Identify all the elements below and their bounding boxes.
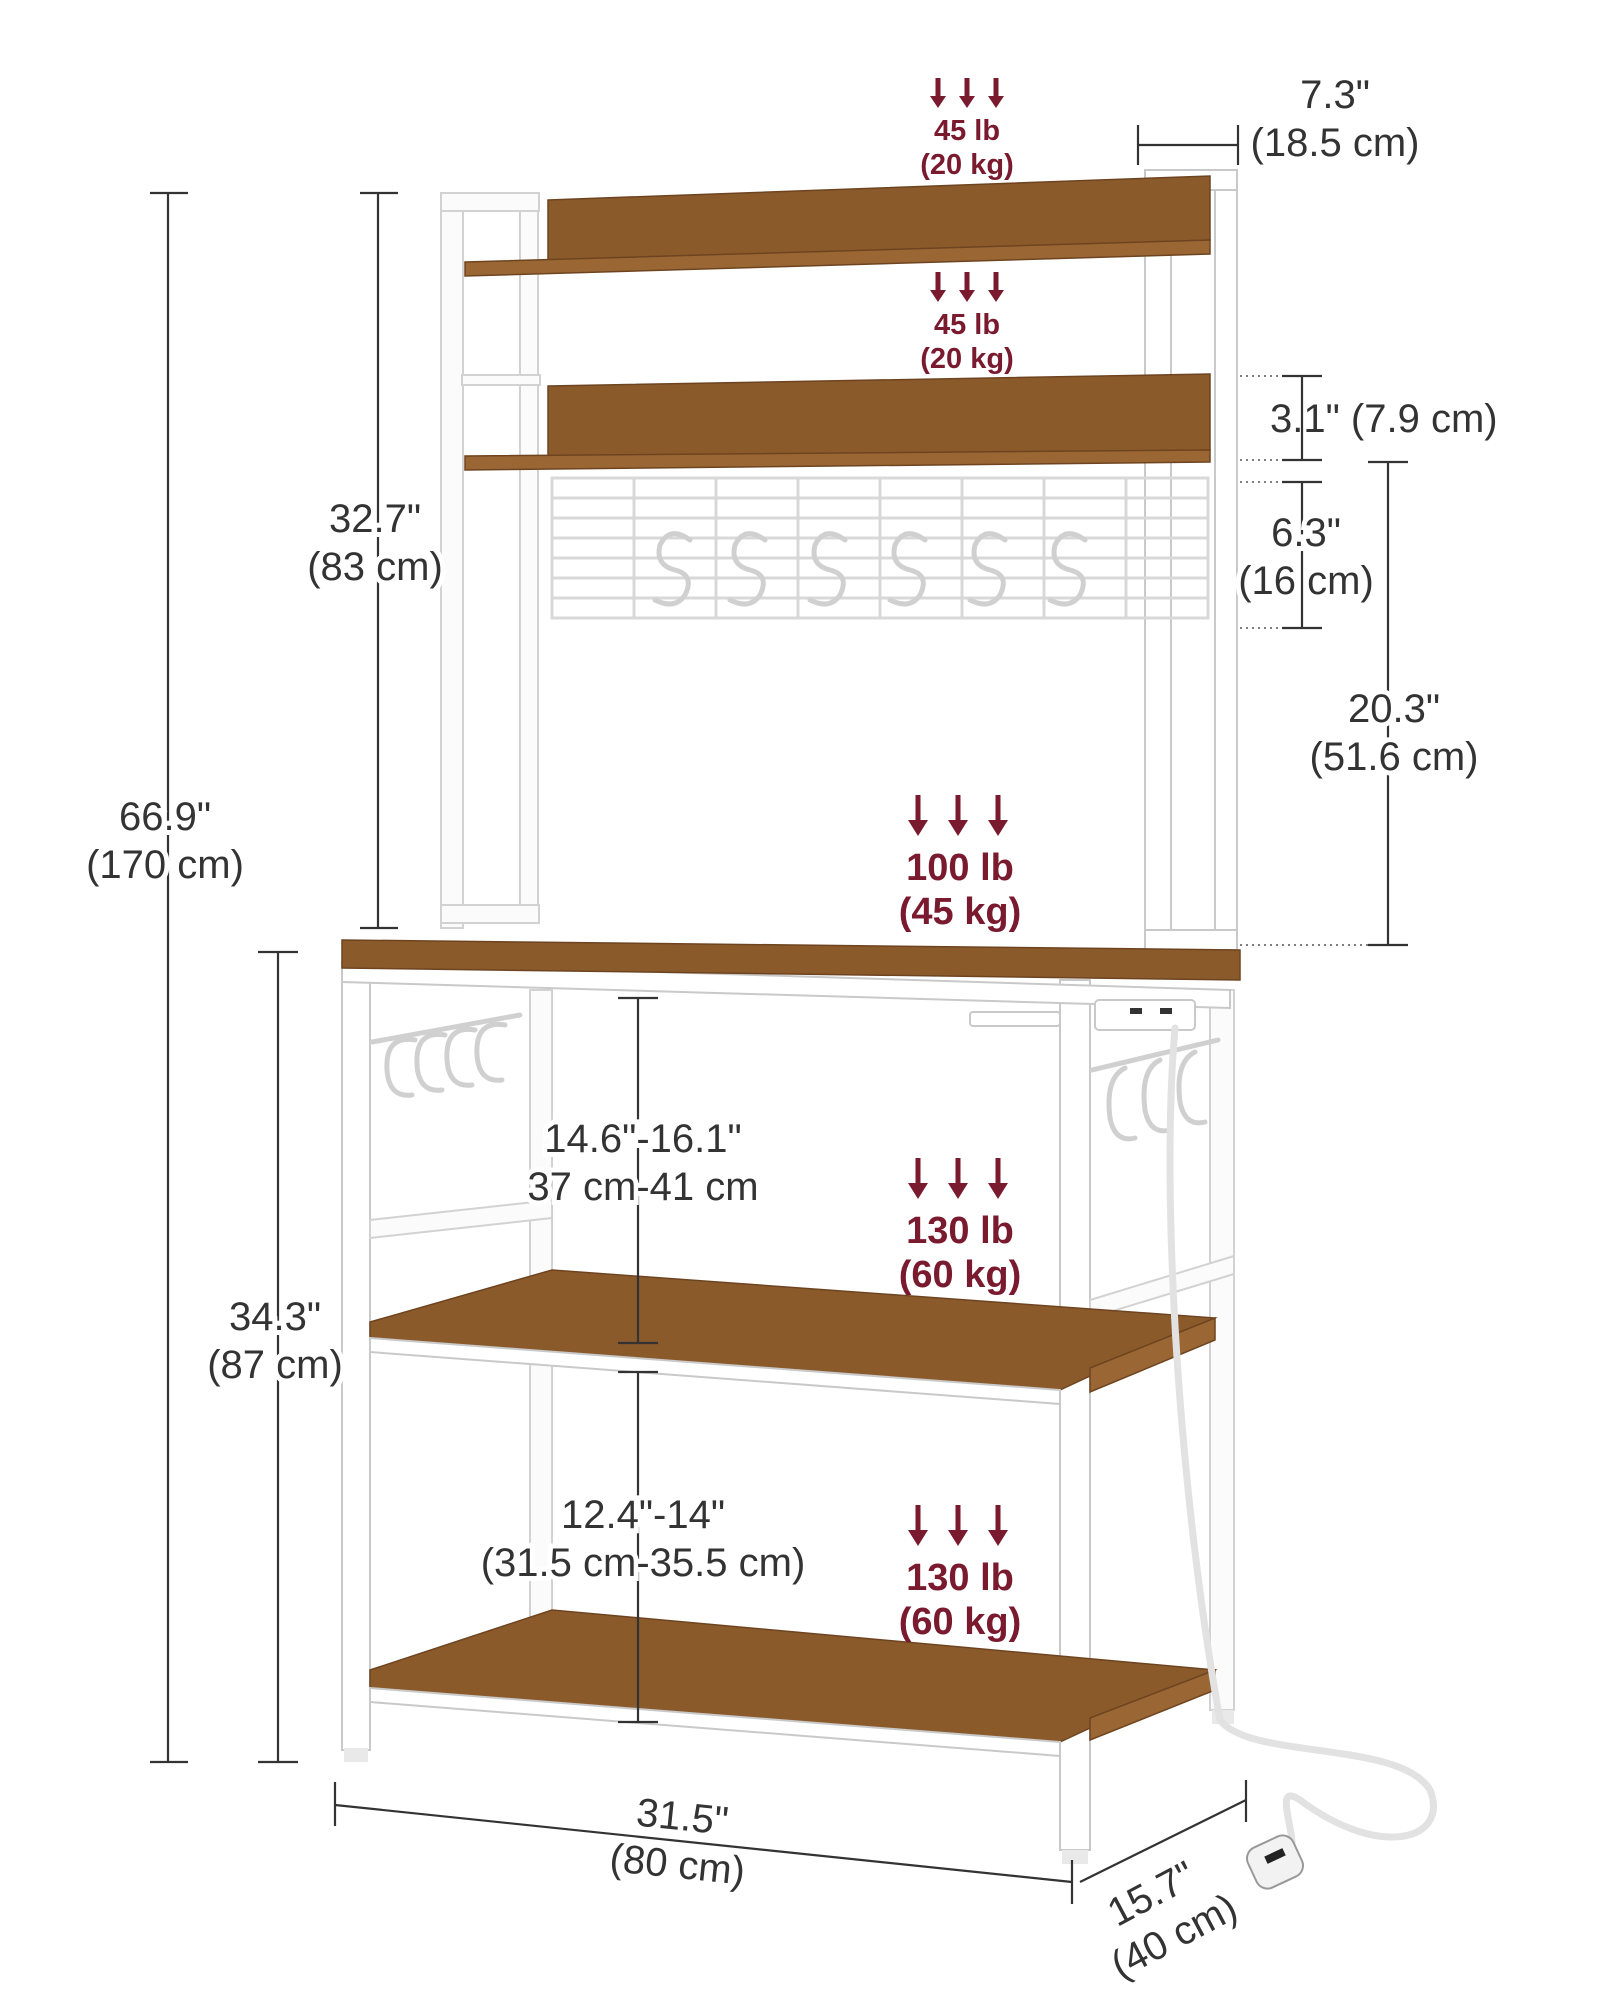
down-arrows-icon (908, 1505, 1008, 1546)
load-arrows (908, 78, 1008, 1546)
light-strip (969, 1011, 1061, 1027)
load-labels: 45 lb (20 kg) 45 lb (20 kg) 100 lb (45 k… (899, 115, 1021, 1643)
down-arrows-icon (930, 272, 1004, 302)
second-shelf-back-panel (547, 373, 1211, 459)
wire-grid (550, 476, 1210, 620)
second-shelf-load-metric: (20 kg) (920, 343, 1013, 375)
foot (344, 1748, 368, 1762)
bottom-shelf-front-rail (369, 1686, 1061, 1758)
hutch-left-post (440, 192, 464, 929)
clearance-in: 20.3" (1348, 687, 1440, 731)
s-hook-icon (652, 531, 693, 607)
bottom-shelf-load-metric: (60 kg) (899, 1601, 1021, 1643)
dimension-labels: 7.3" (18.5 cm) 3.1" (7.9 cm) 6.3" (16 cm… (81, 73, 1498, 1993)
base-front-top-rail (341, 960, 1231, 1010)
top-depth-cm: (18.5 cm) (1251, 121, 1420, 165)
hutch-left-low-bar (440, 904, 540, 924)
middle-shelf-load-weight: 130 lb (906, 1210, 1014, 1252)
down-arrows-icon (908, 1158, 1008, 1199)
width-cm: (80 cm) (608, 1836, 747, 1894)
power-strip (1094, 999, 1196, 1031)
base-height-cm: (87 cm) (207, 1343, 343, 1387)
s-hook-icon (1047, 531, 1088, 607)
width-in: 31.5" (634, 1791, 730, 1844)
shelf-gap-label: 3.1" (7.9 cm) (1270, 397, 1498, 441)
right-s-hook-icon (1106, 1065, 1138, 1142)
upper-gap-in: 14.6"-16.1" (544, 1117, 741, 1161)
down-arrows-icon (930, 78, 1004, 108)
hutch-left-mid-bar (461, 374, 541, 386)
lower-gap-in: 12.4"-14" (561, 1493, 725, 1537)
hutch-left-top-bar (440, 192, 540, 212)
worktop-load-weight: 100 lb (906, 847, 1014, 889)
hutch-right-post-inner (1214, 177, 1238, 949)
right-hook-bar (1089, 1037, 1221, 1073)
top-shelf-load-metric: (20 kg) (920, 149, 1013, 181)
left-s-hook-icon (384, 1036, 418, 1098)
worktop-load-metric: (45 kg) (899, 891, 1021, 933)
base-height-in: 34.3" (229, 1295, 321, 1339)
worktop (341, 939, 1241, 981)
s-hook-icon (727, 531, 768, 607)
base-front-left-leg (341, 961, 371, 1751)
down-arrows-icon (908, 795, 1008, 836)
hutch-right-low-bar (1144, 929, 1238, 951)
power-cord (1166, 1024, 1437, 1859)
middle-shelf-load-metric: (60 kg) (899, 1254, 1021, 1296)
top-depth-in: 7.3" (1300, 73, 1370, 117)
second-shelf (464, 449, 1211, 471)
usb-port-icon (1160, 1008, 1172, 1014)
usb-port-icon (1130, 1008, 1142, 1014)
right-s-hook-icon (1176, 1049, 1208, 1126)
plug-pin-icon (1264, 1848, 1286, 1864)
rack-illustration (341, 169, 1437, 1890)
width-line (334, 1803, 1073, 1884)
clearance-cm: (51.6 cm) (1310, 735, 1479, 779)
hutch-height-in: 32.7" (329, 497, 421, 541)
left-hook-bar (369, 1012, 523, 1045)
hutch-left-post-inner (519, 204, 539, 906)
hutch-right-post (1144, 169, 1172, 961)
middle-shelf-front-rail (369, 1336, 1061, 1406)
top-shelf-load-weight: 45 lb (934, 115, 1000, 147)
foot (1062, 1850, 1088, 1864)
bottom-shelf-load-weight: 130 lb (906, 1557, 1014, 1599)
s-hook-icon (887, 531, 928, 607)
s-hook-icon (967, 531, 1008, 607)
grid-height-cm: (16 cm) (1238, 559, 1374, 603)
total-height-cm: (170 cm) (86, 843, 244, 887)
upper-gap-cm: 37 cm-41 cm (527, 1165, 758, 1209)
dimension-lines (150, 125, 1408, 1904)
depth-line (1079, 1799, 1247, 1883)
total-height-in: 66.9" (119, 795, 211, 839)
grid-height-in: 6.3" (1271, 511, 1341, 555)
lower-gap-cm: (31.5 cm-35.5 cm) (481, 1541, 806, 1585)
s-hook-icon (807, 531, 848, 607)
left-s-hook-icon (474, 1021, 508, 1083)
top-shelf (464, 239, 1211, 277)
hutch-height-cm: (83 cm) (307, 545, 443, 589)
right-s-hook-icon (1141, 1057, 1173, 1134)
left-s-hook-icon (444, 1026, 478, 1088)
base-left-side-rail (369, 1198, 553, 1240)
left-s-hook-icon (414, 1031, 448, 1093)
plug-icon (1245, 1834, 1305, 1890)
second-shelf-load-weight: 45 lb (934, 309, 1000, 341)
base-back-right-leg (1209, 989, 1235, 1711)
